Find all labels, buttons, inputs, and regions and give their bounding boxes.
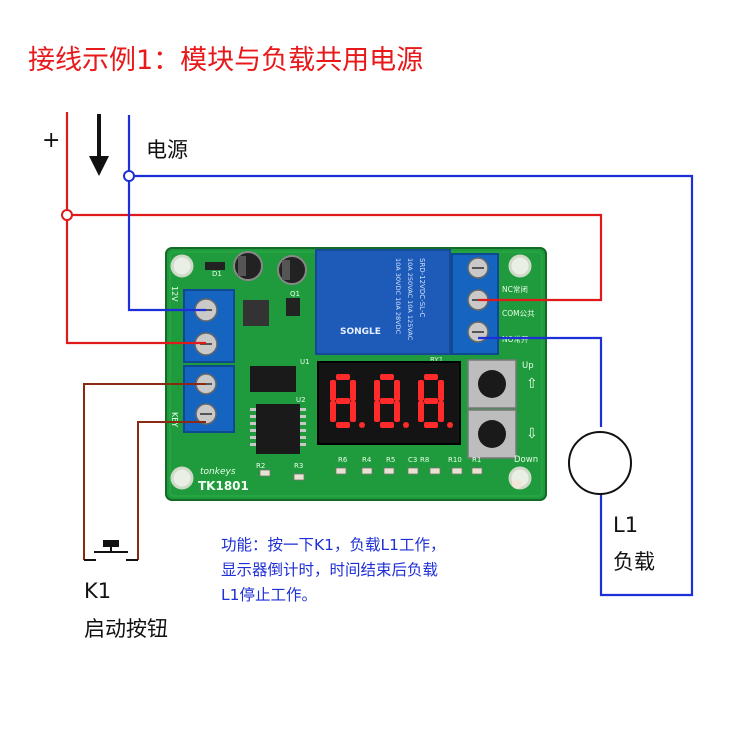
- label-c3: C3: [408, 456, 417, 464]
- terminal-label-no: NO常开: [502, 335, 529, 344]
- down-button[interactable]: [467, 409, 517, 459]
- key-terminal-label: KEY: [170, 412, 179, 427]
- plus-sign: +: [42, 128, 61, 153]
- smd-resistors: [259, 467, 483, 481]
- label-r1: R1: [472, 456, 481, 464]
- component-labels: D1 R6 R4 R5 C3 R8 R10 R1 R2 R3 U2 Q1 U1: [212, 270, 481, 470]
- down-label: Down: [514, 455, 538, 465]
- arrow-down-icon: [89, 114, 109, 176]
- button-label: 启动按钮: [84, 617, 168, 641]
- terminal-label-com: COM公共: [502, 309, 535, 318]
- diode-icon: [205, 262, 225, 270]
- relay-terminal-block: [451, 253, 499, 355]
- up-label: Up: [522, 361, 534, 371]
- label-r2: R2: [256, 462, 265, 470]
- control-board: SRD-12VDC-SL-C 10A 250VAC 10A 125VAC 10A…: [165, 247, 547, 501]
- power-terminal-block: [183, 289, 235, 363]
- label-r8: R8: [420, 456, 429, 464]
- label-q1: Q1: [290, 290, 300, 298]
- display-digit: [330, 374, 365, 428]
- regulator-chip: [243, 300, 269, 326]
- led-indicator: [512, 479, 522, 489]
- label-r10: R10: [448, 456, 462, 464]
- optocoupler-chip: [250, 366, 296, 392]
- label-r4: R4: [362, 456, 372, 464]
- up-button[interactable]: [467, 359, 517, 409]
- negative-junction: [123, 170, 135, 182]
- terminal-label-nc: NC常闭: [502, 285, 528, 294]
- relay-brand: SONGLE: [340, 327, 381, 337]
- load-label: 负载: [613, 550, 655, 574]
- button-wire: [83, 383, 206, 560]
- description-line-1: 功能：按一下K1，负载L1工作，: [221, 536, 446, 554]
- relay-label-line2: 10A 250VAC 10A 125VAC: [406, 258, 414, 341]
- capacitor-icon: [233, 251, 307, 285]
- description-line-2: 显示器倒计时，时间结束后负载: [221, 561, 439, 579]
- seven-segment-display: [317, 361, 461, 445]
- relay-label-line1: SRD-12VDC-SL-C: [418, 258, 426, 317]
- board-model: TK1801: [198, 479, 249, 493]
- display-digit: [418, 374, 453, 428]
- positive-junction: [61, 209, 73, 221]
- label-d1: D1: [212, 270, 222, 278]
- label-u2: U2: [296, 396, 306, 404]
- button-name: K1: [84, 579, 112, 603]
- board-brand: tonkeys: [200, 467, 236, 477]
- load-name: L1: [613, 513, 639, 537]
- transistor-q1: [286, 298, 300, 316]
- down-arrow-icon: ⇩: [526, 426, 538, 442]
- page-title: 接线示例1：模块与负载共用电源: [28, 45, 424, 76]
- label-r5: R5: [386, 456, 395, 464]
- relay: SRD-12VDC-SL-C 10A 250VAC 10A 125VAC 10A…: [315, 249, 451, 364]
- power-supply-label: 电源: [146, 138, 188, 162]
- push-button-icon: [84, 540, 138, 561]
- display-digit: [374, 374, 409, 428]
- load-lamp-icon: [568, 431, 632, 495]
- relay-ref: RY1: [430, 356, 443, 364]
- description-line-3: L1停止工作。: [221, 586, 317, 604]
- up-arrow-icon: ⇧: [526, 376, 538, 392]
- label-u1: U1: [300, 358, 310, 366]
- label-r6: R6: [338, 456, 348, 464]
- positive-wire: [65, 112, 603, 345]
- power-terminal-label: 12V: [170, 286, 179, 302]
- function-description: 功能：按一下K1，负载L1工作， 显示器倒计时，时间结束后负载 L1停止工作。: [221, 533, 531, 608]
- label-r3: R3: [294, 462, 303, 470]
- microcontroller-chip: [250, 404, 306, 454]
- relay-label-line3: 10A 30VDC 10A 28VDC: [394, 258, 402, 335]
